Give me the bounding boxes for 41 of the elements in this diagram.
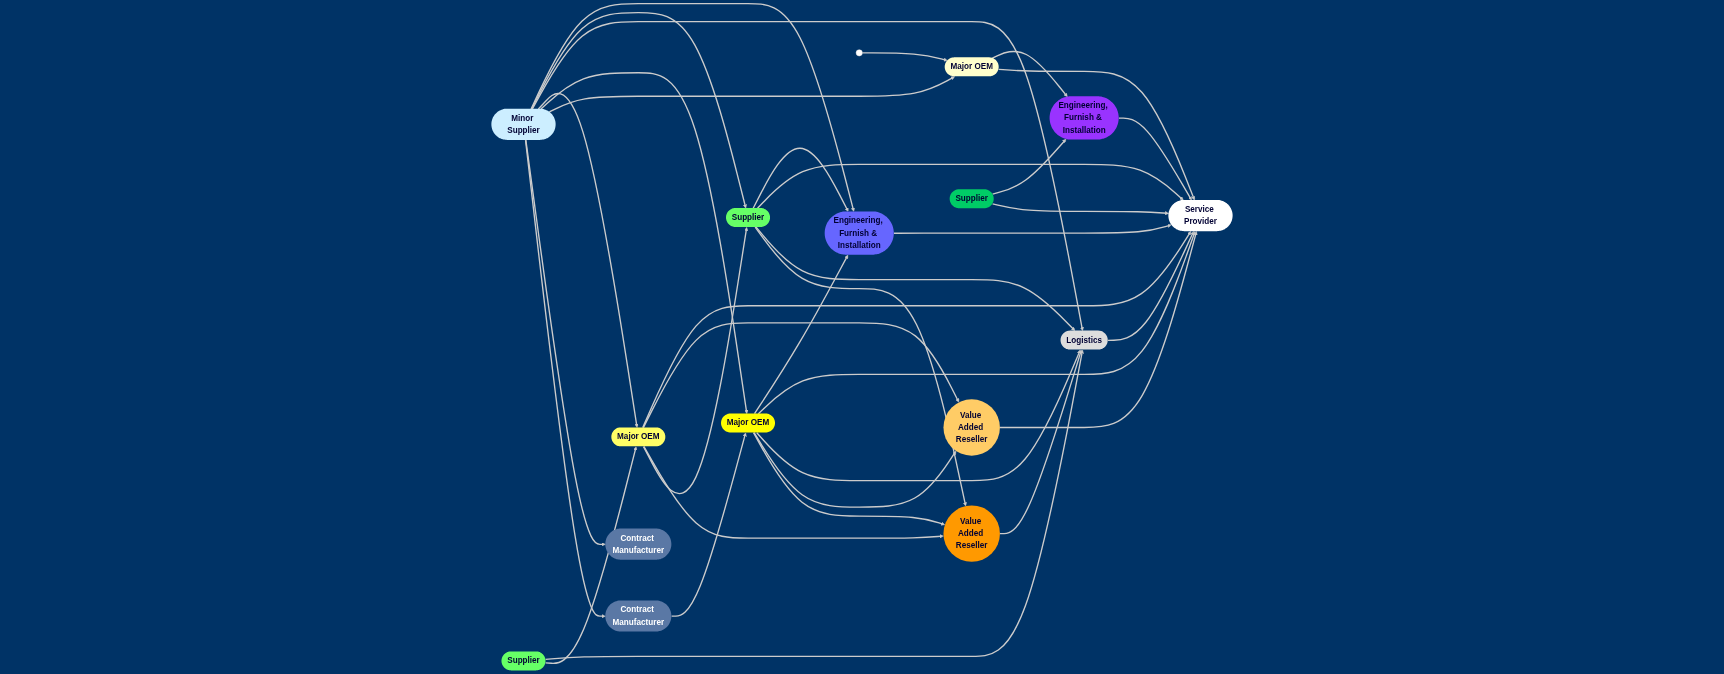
- node-circle: Value Added Reseller: [943, 505, 1000, 562]
- arrow: [893, 223, 1172, 234]
- arrow: [643, 445, 944, 539]
- arrow: [1118, 117, 1192, 201]
- arrow: [524, 139, 606, 619]
- arrow: [754, 226, 967, 507]
- arrow: [1107, 231, 1194, 341]
- arrow: [991, 203, 1169, 216]
- arrow: [991, 50, 1068, 97]
- arrow: [540, 72, 749, 414]
- node-box: Supplier: [726, 208, 771, 227]
- arrow: [753, 254, 849, 415]
- node-box: Major OEM: [721, 413, 775, 433]
- node-box: Supplier: [501, 651, 546, 671]
- arrow: [548, 76, 955, 113]
- arrow: [999, 231, 1198, 429]
- arrow: [999, 349, 1083, 535]
- arrow: [997, 68, 1196, 201]
- arrow: [544, 349, 1084, 661]
- node-circle: Value Added Reseller: [943, 399, 1000, 456]
- arrow: [991, 138, 1067, 195]
- arrow: [525, 139, 606, 547]
- arrow: [642, 231, 1192, 429]
- node-box: Supplier: [949, 189, 994, 209]
- arrow: [530, 2, 855, 212]
- arrow: [753, 432, 957, 508]
- arrow: [531, 11, 747, 209]
- arrow: [861, 52, 948, 62]
- arrow: [755, 226, 1076, 332]
- arrow: [531, 21, 1084, 332]
- arrow: [670, 432, 747, 617]
- arrow: [642, 322, 960, 429]
- arrow: [757, 231, 1196, 415]
- node-box: Major OEM: [611, 427, 666, 447]
- node-box: Logistics: [1060, 330, 1108, 350]
- node-box: Major OEM: [944, 57, 999, 77]
- arrow: [642, 227, 749, 495]
- arrow: [544, 446, 638, 665]
- arrow: [752, 147, 849, 212]
- arrow: [752, 432, 946, 526]
- arrow: [537, 92, 639, 428]
